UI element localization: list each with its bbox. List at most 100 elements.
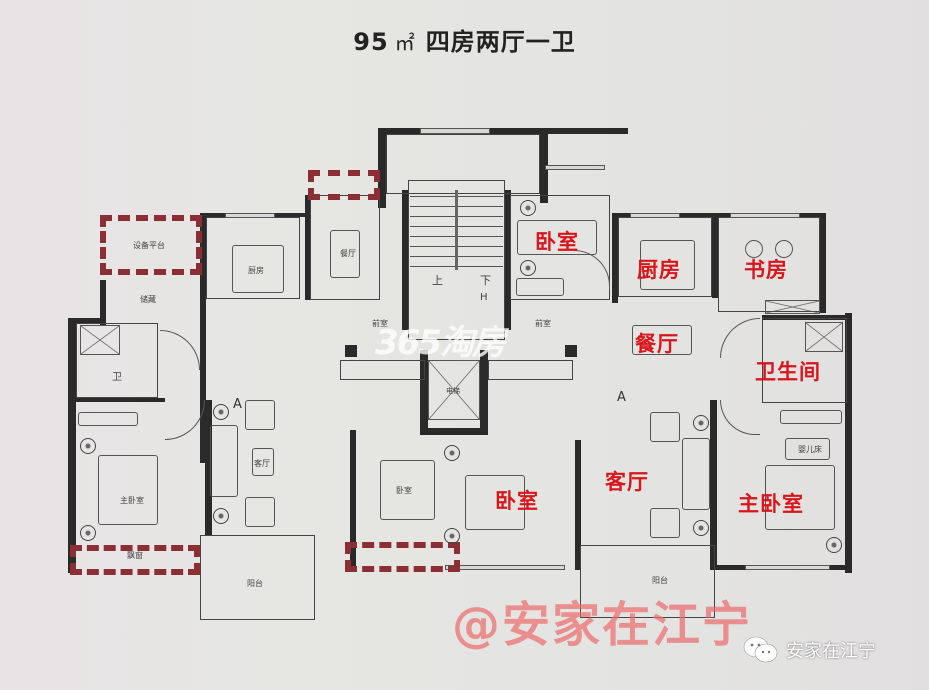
window xyxy=(445,565,565,570)
kitchen-counter-right xyxy=(640,240,695,290)
label-bedroom-left: 卧室 xyxy=(396,486,412,495)
brand-name: 安家在江宁 xyxy=(786,641,876,662)
wall xyxy=(612,213,618,303)
plant-icon xyxy=(520,200,536,216)
plant-icon xyxy=(80,438,96,454)
balcony-outline-left xyxy=(200,535,315,620)
plant-icon xyxy=(693,415,709,431)
label-kitchen-right: 厨房 xyxy=(637,258,681,282)
kitchen-counter-left xyxy=(232,245,284,293)
sofa-left xyxy=(210,425,238,497)
plant-icon xyxy=(213,404,229,420)
label-living-left: 客厅 xyxy=(254,459,270,468)
stair-up-label: 上 xyxy=(432,274,443,287)
label-master-bedroom-right: 主卧室 xyxy=(738,492,804,516)
wall xyxy=(378,128,628,134)
study-chair xyxy=(745,240,763,258)
area-value: 95 xyxy=(353,28,389,56)
wall xyxy=(712,213,718,298)
wechat-icon xyxy=(743,636,778,663)
armchair-left xyxy=(245,400,275,430)
balcony-outline-right xyxy=(580,545,715,618)
label-kitchen-left: 厨房 xyxy=(248,266,264,275)
wall xyxy=(710,400,717,570)
label-dining-left: 餐厅 xyxy=(340,249,356,258)
crib xyxy=(785,438,830,460)
bed-center-right xyxy=(465,475,525,530)
window xyxy=(420,128,490,134)
wechat-brand: 安家在江宁 xyxy=(742,635,876,665)
plant-icon xyxy=(213,508,229,524)
bathroom-outline-left xyxy=(76,323,158,398)
label-bedroom-top: 卧室 xyxy=(535,230,579,254)
coffee-table-left xyxy=(252,448,274,476)
bed-master-left xyxy=(98,455,158,525)
plant-icon xyxy=(444,528,460,544)
bay-window-hatch-left xyxy=(70,545,200,575)
sofa-right xyxy=(682,438,710,510)
stair-handrail xyxy=(455,190,458,270)
elevator-label: 电梯 xyxy=(446,387,460,395)
wall xyxy=(480,350,488,435)
bedroom-top-outline xyxy=(510,195,610,300)
watermark-365taofang: 365淘房 xyxy=(375,323,506,363)
label-storage: 储藏 xyxy=(140,295,156,304)
window xyxy=(630,213,680,218)
wall xyxy=(420,350,428,435)
label-living-right: 客厅 xyxy=(605,470,649,494)
wall xyxy=(762,315,852,320)
unit-label-left: A xyxy=(233,397,242,412)
label-crib: 婴儿床 xyxy=(798,445,822,454)
dining-table-left xyxy=(330,230,360,278)
label-balcony-right: 阳台 xyxy=(652,576,668,585)
wall xyxy=(100,280,106,325)
wall xyxy=(305,195,311,300)
plant-icon xyxy=(80,525,96,541)
bathroom-outline-right xyxy=(762,318,847,403)
lobby-left-outline xyxy=(340,360,425,380)
lobby-left-label: 前室 xyxy=(372,319,388,328)
wardrobe-top-right xyxy=(516,278,564,296)
bay-window-hatch-center xyxy=(345,542,460,572)
layout-description: 四房两厅一卫 xyxy=(425,28,576,56)
stair-down-label: 下 xyxy=(480,274,491,287)
wall xyxy=(75,398,165,402)
wall xyxy=(205,400,212,535)
core-top-outline xyxy=(386,134,540,194)
wardrobe-left xyxy=(78,412,138,426)
wall xyxy=(540,128,548,203)
watermark-anjia-jiangning: @安家在江宁 xyxy=(452,597,753,653)
plant-icon xyxy=(520,260,536,276)
top-bay-hatch xyxy=(308,170,380,200)
label-balcony-left: 阳台 xyxy=(247,579,263,588)
bed-master-right xyxy=(765,465,835,530)
lobby-right-label: 前室 xyxy=(535,319,551,328)
plant-icon xyxy=(693,520,709,536)
armchair-right xyxy=(650,412,680,442)
dining-table-right xyxy=(632,325,692,355)
study-cabinet xyxy=(765,300,820,314)
column xyxy=(345,345,357,357)
lobby-right-outline xyxy=(488,360,573,380)
wall xyxy=(420,428,488,435)
armchair-left xyxy=(245,497,275,527)
label-bathroom-left: 卫 xyxy=(112,372,122,383)
window xyxy=(545,165,605,170)
shower-left xyxy=(80,325,120,355)
wall xyxy=(575,440,581,570)
label-bathroom-right: 卫生间 xyxy=(755,360,821,384)
wall xyxy=(402,190,408,330)
elevator-shaft xyxy=(428,360,480,420)
plant-icon xyxy=(444,445,460,461)
label-study: 书房 xyxy=(744,258,788,282)
label-bay-window: 飘窗 xyxy=(127,551,143,560)
bed-top-right xyxy=(517,220,597,255)
label-bedroom-bottom: 卧室 xyxy=(495,489,539,513)
wall xyxy=(505,190,511,330)
equipment-platform-hatch xyxy=(100,215,202,275)
wall xyxy=(845,313,852,573)
shower-right xyxy=(805,322,843,352)
unit-label-right: A xyxy=(617,390,626,405)
